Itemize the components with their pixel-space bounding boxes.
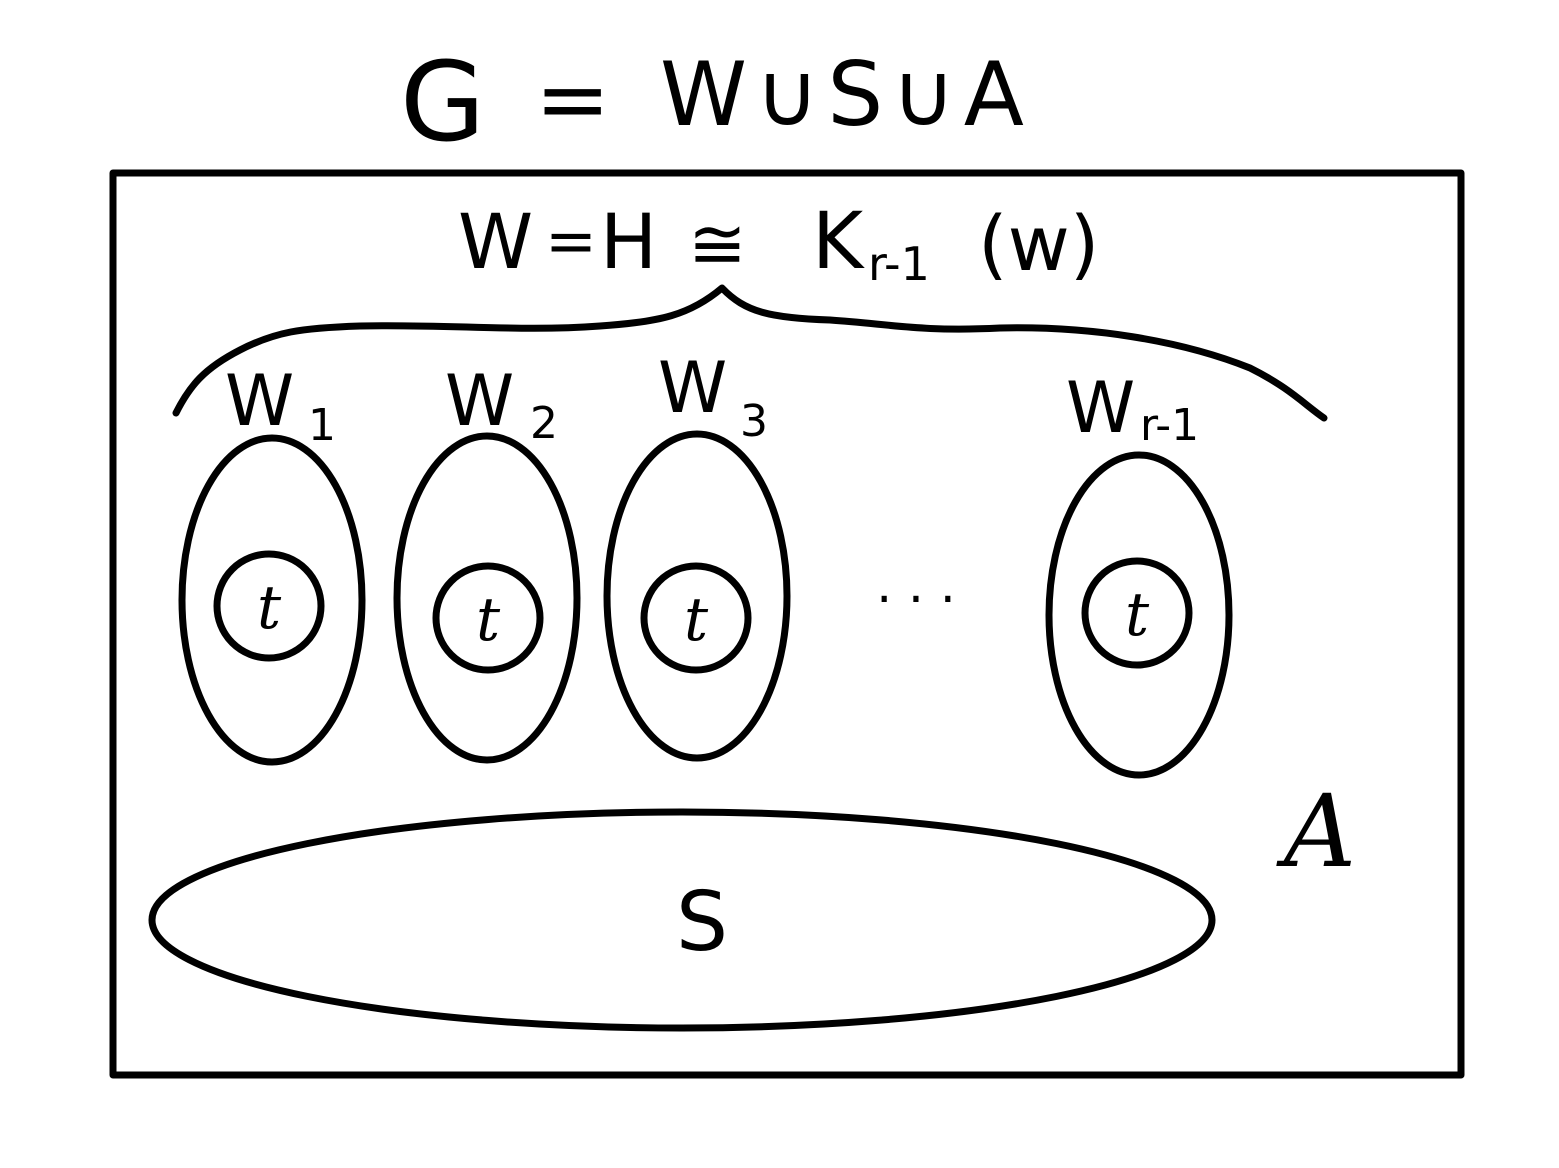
graph-frame: [109, 169, 1465, 1079]
parts-ellipsis: . . .: [876, 556, 955, 614]
set-s-label: S: [676, 875, 728, 970]
title-lhs: G: [400, 38, 485, 166]
formula-k-subscript: r-1: [868, 237, 930, 291]
part-label-r-1: W: [1066, 367, 1135, 449]
part-ellipse-2: [393, 432, 581, 764]
clique-formula: W = H ≅ K r-1 (w): [458, 197, 1099, 291]
curly-brace: [172, 284, 1328, 422]
inner-label-1: t: [257, 573, 282, 643]
formula-k: K: [812, 197, 865, 287]
part-labels: W 1 W 2 W 3 W r-1: [225, 347, 1199, 451]
inner-circle-3: [640, 562, 752, 674]
inner-vertices: t t t t: [213, 550, 1193, 674]
part-label-1: W: [225, 360, 294, 442]
set-s-ellipse: [148, 808, 1216, 1032]
title-rhs: W∪S∪A: [660, 43, 1032, 146]
inner-label-3: t: [684, 585, 709, 655]
inner-circle-1: [213, 550, 325, 662]
part-label-2: W: [445, 360, 514, 442]
set-a-label: A: [1276, 773, 1356, 890]
part-sub-r-1: r-1: [1140, 400, 1199, 451]
formula-equals: =: [545, 204, 597, 277]
title-equals: =: [535, 47, 610, 152]
part-ellipse-3: [603, 430, 791, 762]
part-ellipses: [178, 430, 1233, 779]
inner-circle-r-1: [1081, 557, 1193, 669]
part-label-3: W: [658, 347, 727, 429]
inner-label-2: t: [476, 585, 501, 655]
part-sub-3: 3: [740, 396, 768, 447]
formula-w: W: [458, 197, 533, 286]
part-ellipse-r-1: [1045, 451, 1233, 779]
formula-h: H: [600, 197, 657, 286]
part-sub-2: 2: [530, 398, 558, 449]
title-equation: G = W∪S∪A: [400, 38, 1032, 166]
formula-argument: (w): [978, 199, 1099, 288]
inner-circle-2: [432, 562, 544, 674]
part-sub-1: 1: [308, 400, 336, 451]
part-ellipse-1: [178, 434, 366, 766]
formula-approx: ≅: [688, 203, 747, 285]
inner-label-r-1: t: [1125, 580, 1150, 650]
